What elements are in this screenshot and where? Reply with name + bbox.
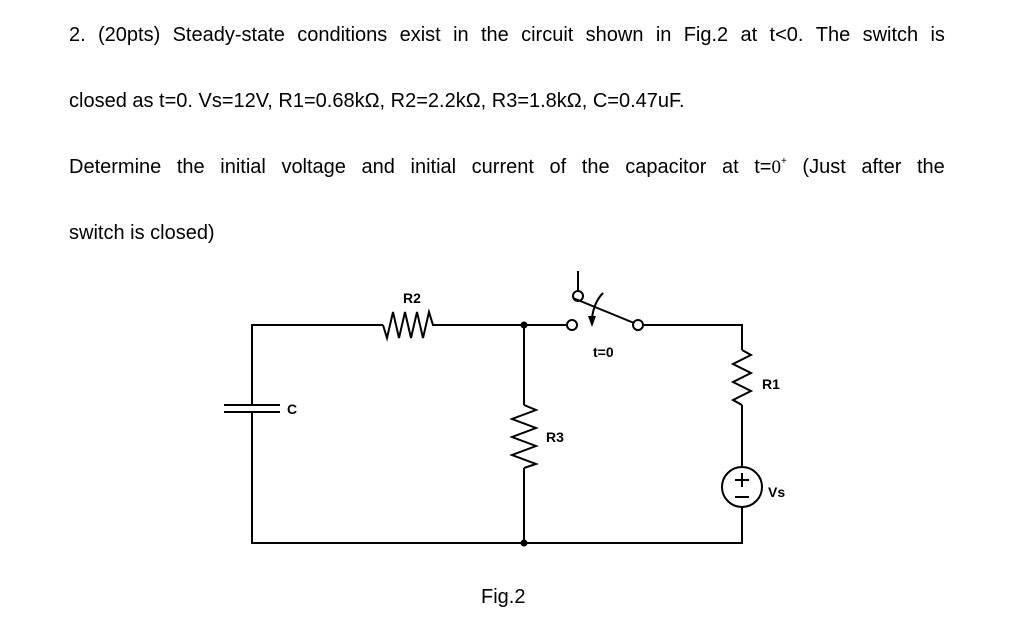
t-equals: t= — [754, 156, 772, 178]
word: voltage — [281, 156, 346, 178]
node-top — [520, 321, 528, 329]
wire-top-right — [643, 324, 743, 350]
word: the — [480, 24, 509, 46]
word: at — [721, 156, 739, 178]
superscript-plus: + — [780, 156, 787, 167]
label-vs: Vs — [768, 484, 785, 500]
word: the — [176, 156, 205, 178]
switch-terminal-left — [566, 319, 578, 331]
word: after — [861, 156, 902, 178]
word: current — [471, 156, 534, 178]
word: is — [930, 24, 945, 46]
word: and — [361, 156, 395, 178]
label-r3: R3 — [546, 429, 564, 445]
word: Determine — [69, 156, 162, 178]
time-zero-plus: t=0+ — [754, 156, 787, 179]
word: in — [453, 24, 469, 46]
resistor-r1 — [730, 349, 754, 406]
label-r1: R1 — [762, 376, 780, 392]
word: the — [916, 156, 945, 178]
label-r2: R2 — [403, 290, 421, 306]
word: of — [549, 156, 567, 178]
zero: 0 — [771, 157, 781, 178]
word: t<0. — [769, 24, 804, 46]
figure-caption: Fig.2 — [481, 586, 525, 608]
wire-top-left — [251, 324, 383, 405]
word: exist — [399, 24, 441, 46]
problem-line-4: switch is closed) — [69, 222, 215, 244]
word: (Just — [802, 156, 846, 178]
resistor-r3 — [509, 404, 539, 469]
label-c: C — [287, 401, 297, 417]
word: switch — [862, 24, 919, 46]
switch-terminal-right — [632, 319, 644, 331]
word: initial — [410, 156, 457, 178]
word: conditions — [297, 24, 388, 46]
problem-line-3: Determine the initial voltage and initial curr… — [69, 156, 945, 179]
word: Fig.2 — [683, 24, 729, 46]
label-switch-time: t=0 — [593, 344, 614, 360]
switch-arrowhead-icon — [588, 316, 596, 327]
word: Steady-state — [172, 24, 285, 46]
node-bottom — [520, 539, 528, 547]
word: initial — [220, 156, 266, 178]
resistor-r2 — [382, 308, 445, 342]
problem-line-2: closed as t=0. Vs=12V, R1=0.68kΩ, R2=2.2… — [69, 90, 685, 112]
word: at — [740, 24, 758, 46]
word: in — [655, 24, 672, 46]
wire-left-bottom — [251, 412, 743, 544]
word: 2. — [69, 24, 86, 46]
word: circuit — [521, 24, 574, 46]
switch-blade[interactable] — [572, 297, 635, 324]
word: the — [581, 156, 610, 178]
word: The — [815, 24, 851, 46]
word: (20pts) — [98, 24, 161, 46]
word: shown — [585, 24, 644, 46]
switch-arrow-icon — [591, 292, 604, 319]
word: capacitor — [625, 156, 707, 178]
